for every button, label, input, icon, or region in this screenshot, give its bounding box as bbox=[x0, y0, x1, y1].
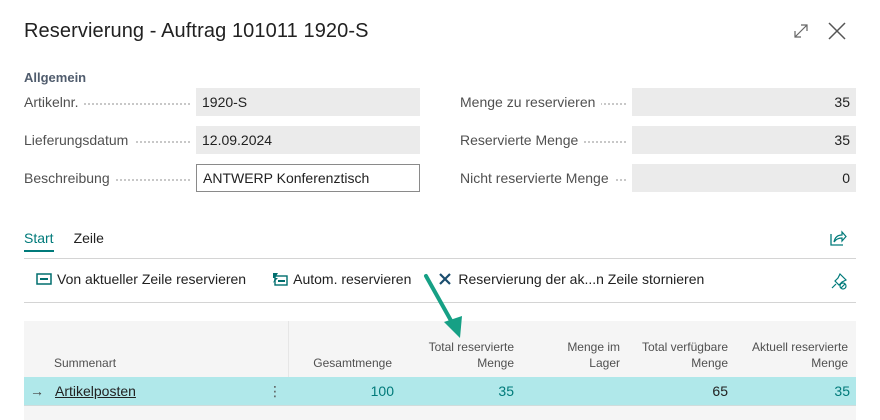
expand-icon[interactable] bbox=[790, 20, 812, 42]
col-gesamtmenge[interactable]: Gesamtmenge bbox=[313, 356, 392, 370]
col-total-verfuegbare-menge[interactable]: Total verfügbare Menge bbox=[641, 340, 728, 370]
col-aktuell-reservierte-menge[interactable]: Aktuell reservierte Menge bbox=[751, 340, 848, 370]
artikelnr-value: 1920-S bbox=[196, 88, 420, 116]
total-reserviert-value[interactable]: 35 bbox=[498, 383, 514, 399]
action-bar: Von aktueller Zeile reservieren Autom. r… bbox=[36, 271, 704, 287]
share-icon[interactable] bbox=[829, 229, 847, 247]
lieferungsdatum-value: 12.09.2024 bbox=[196, 126, 420, 154]
auto-reserve-icon bbox=[273, 273, 288, 286]
total-verfuegbar-value: 65 bbox=[712, 383, 728, 399]
field-artikelnr: Artikelnr. 1920-S bbox=[24, 88, 420, 116]
action-label: Von aktueller Zeile reservieren bbox=[57, 271, 247, 287]
cancel-reservation-button[interactable]: Reservierung der ak...n Zeile stornieren bbox=[437, 271, 704, 287]
field-label: Beschreibung bbox=[24, 170, 116, 186]
section-allgemein: Allgemein bbox=[24, 70, 87, 85]
action-label: Reservierung der ak...n Zeile stornieren bbox=[458, 271, 705, 287]
menge-lager-value bbox=[524, 377, 620, 405]
nicht-reservierte-menge-value: 0 bbox=[632, 164, 856, 192]
col-total-reservierte-menge[interactable]: Total reservierte Menge bbox=[428, 340, 514, 370]
auto-reserve-button[interactable]: Autom. reservieren bbox=[272, 271, 411, 287]
field-label: Lieferungsdatum bbox=[24, 132, 135, 148]
field-reservierte-menge: Reservierte Menge 35 bbox=[460, 126, 856, 154]
divider bbox=[24, 302, 856, 303]
field-lieferungsdatum: Lieferungsdatum 12.09.2024 bbox=[24, 126, 420, 154]
gesamtmenge-value[interactable]: 100 bbox=[370, 383, 394, 399]
field-label: Nicht reservierte Menge bbox=[460, 170, 615, 186]
action-tabs: Start Zeile bbox=[24, 230, 104, 252]
dialog-title: Reservierung - Auftrag 101011 1920-S bbox=[24, 20, 369, 42]
divider bbox=[24, 258, 856, 259]
row-menu-icon[interactable]: ⋮ bbox=[268, 383, 282, 399]
aktuell-reserviert-value[interactable]: 35 bbox=[834, 383, 850, 399]
tab-start[interactable]: Start bbox=[24, 230, 54, 252]
col-summenart[interactable]: Summenart bbox=[54, 356, 117, 370]
row-indicator-icon: → bbox=[30, 383, 44, 399]
field-nicht-reservierte-menge: Nicht reservierte Menge 0 bbox=[460, 164, 856, 192]
field-label: Menge zu reservieren bbox=[460, 94, 602, 110]
reserve-from-line-button[interactable]: Von aktueller Zeile reservieren bbox=[36, 271, 246, 287]
column-separator[interactable] bbox=[288, 321, 289, 377]
field-label: Artikelnr. bbox=[24, 94, 85, 110]
table-row[interactable]: → Artikelposten ⋮ 100 35 65 35 bbox=[24, 377, 856, 406]
action-label: Autom. reservieren bbox=[293, 271, 412, 287]
beschreibung-input[interactable]: ANTWERP Konferenztisch bbox=[196, 164, 420, 192]
reserve-line-icon bbox=[36, 273, 52, 285]
summary-table: Summenart Gesamtmenge Total reservierte … bbox=[24, 321, 856, 420]
reservierte-menge-value: 35 bbox=[632, 126, 856, 154]
unpin-icon[interactable] bbox=[830, 272, 848, 290]
field-beschreibung: Beschreibung ANTWERP Konferenztisch bbox=[24, 164, 420, 192]
field-label: Reservierte Menge bbox=[460, 132, 585, 148]
field-menge-zu-reservieren: Menge zu reservieren 35 bbox=[460, 88, 856, 116]
summenart-link[interactable]: Artikelposten bbox=[55, 383, 136, 399]
table-header: Summenart Gesamtmenge Total reservierte … bbox=[24, 321, 856, 377]
col-menge-im-lager[interactable]: Menge im Lager bbox=[567, 340, 620, 370]
cancel-icon bbox=[439, 273, 452, 285]
tab-zeile[interactable]: Zeile bbox=[73, 230, 104, 246]
menge-zu-reservieren-value: 35 bbox=[632, 88, 856, 116]
close-icon[interactable] bbox=[826, 20, 848, 42]
